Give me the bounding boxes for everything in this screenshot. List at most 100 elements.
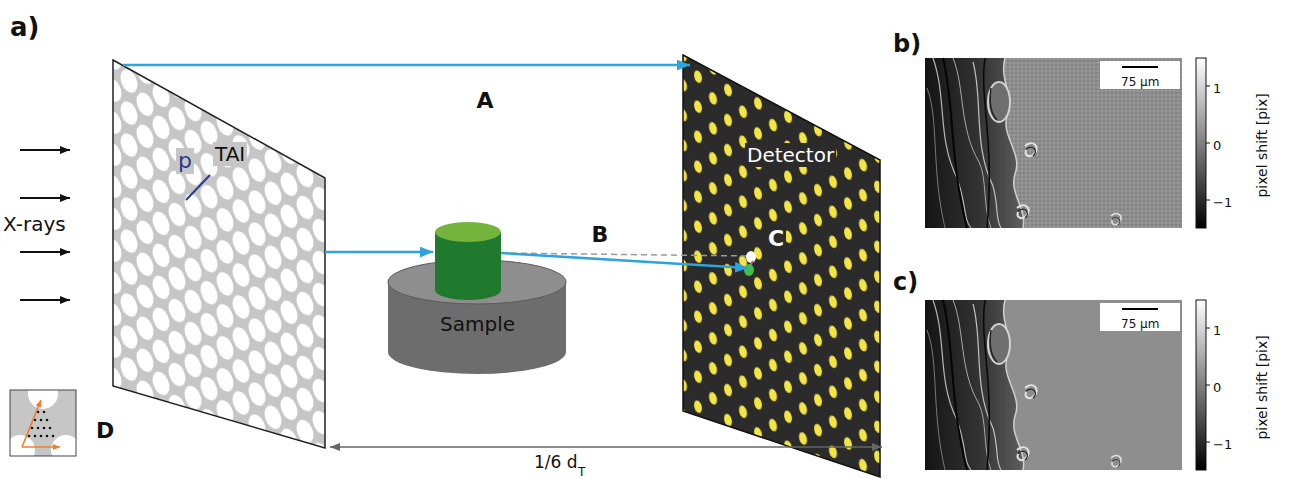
use-shape (925, 58, 1121, 228)
beam-name: X-rays (3, 212, 66, 236)
rect-shape (1196, 300, 1206, 470)
tick-label-holder: −1 (1213, 434, 1232, 453)
sample-shape (388, 222, 566, 374)
tick-label: 0 (1213, 138, 1221, 154)
line-shape (1122, 308, 1158, 310)
scale-label-holder: 75 µm (1121, 71, 1159, 90)
colorbar-b (1196, 58, 1210, 228)
shift-letter-holder: C (766, 226, 786, 252)
node-label: Detector (745, 143, 836, 167)
tick-label: −1 (1213, 437, 1232, 453)
tick-label-holder: 0 (1213, 377, 1221, 396)
shift-letter: C (766, 226, 786, 252)
line-shape (1206, 86, 1210, 87)
sample-stage: Sample (386, 220, 568, 378)
tai-grating: TAI (113, 58, 327, 450)
circle-shape (51, 435, 76, 456)
pitch-symbol-holder: p (176, 148, 194, 174)
line-shape (1206, 143, 1210, 144)
tick-label-holder: 1 (1213, 78, 1221, 97)
rect-shape (10, 390, 76, 456)
circle-shape (40, 435, 43, 438)
distance-label: 1/6 d (534, 452, 578, 472)
g-shape (10, 390, 76, 456)
tick-label: 0 (1213, 380, 1221, 396)
pitch-symbol: p (176, 148, 194, 174)
node-outline (683, 55, 882, 479)
line-shape (1206, 328, 1210, 329)
beam-label-holder: A (477, 88, 494, 114)
distance-label-holder: 1/6 d (534, 452, 578, 472)
line-shape (22, 446, 60, 448)
lattice-inset (5, 379, 81, 465)
rect-shape (1100, 61, 1180, 89)
inset-letter-holder: D (96, 418, 114, 444)
colorbar-title: pixel shift [pix] (1254, 93, 1271, 197)
colorbar-title-holder: pixel shift [pix] (1210, 135, 1303, 154)
colorbar-title: pixel shift [pix] (1254, 335, 1271, 439)
colorbar-c (1196, 300, 1210, 470)
node-outline (113, 58, 327, 450)
rect-shape (1196, 58, 1206, 228)
circle-shape (34, 419, 37, 422)
tick-label: 1 (1213, 81, 1221, 97)
line-shape (1206, 442, 1210, 443)
beam-arrow (325, 251, 433, 254)
rect-shape (10, 390, 76, 456)
panel-letter-holder: c) (893, 268, 918, 297)
rect-shape (1100, 303, 1180, 331)
rect-shape (925, 300, 1182, 470)
grating-outline (113, 60, 325, 448)
distance-subscript-holder: T (578, 461, 585, 479)
beam-arrow (123, 64, 690, 67)
detector-outline (683, 55, 880, 477)
circle-shape (46, 435, 49, 438)
panel-letter: a) (10, 12, 39, 43)
line-shape (1206, 200, 1210, 201)
panel-letter: c) (893, 268, 918, 297)
circle-shape (46, 419, 49, 422)
circle-shape (43, 427, 46, 430)
line-shape (20, 251, 70, 253)
scale-label-holder: 75 µm (1121, 313, 1159, 332)
line-shape (1122, 66, 1158, 68)
circle-shape (43, 411, 46, 414)
inset-letter: D (96, 418, 114, 444)
circle-shape (28, 435, 31, 438)
tick-label-holder: −1 (1213, 192, 1232, 211)
node-outline (386, 220, 568, 378)
circle-shape (28, 390, 58, 409)
circle-shape (37, 411, 40, 414)
node-label: Sample (440, 312, 515, 336)
panel-letter-holder: b) (893, 30, 921, 59)
use-shape (925, 300, 1121, 470)
beam-name-holder: X-rays (3, 212, 66, 236)
panel-letter: b) (893, 30, 921, 59)
rect-shape (925, 58, 1182, 228)
line-shape (22, 400, 41, 447)
ellipse-shape (435, 222, 501, 242)
beam-label: B (592, 222, 609, 248)
circle-shape (40, 419, 43, 422)
circle-shape (31, 427, 34, 430)
image-panel-b (925, 58, 1182, 228)
circle-shape (34, 435, 37, 438)
node-label: TAI (213, 142, 247, 166)
line-shape (1206, 385, 1210, 386)
line-shape (20, 149, 70, 151)
beam-label-holder: B (592, 222, 609, 248)
colorbar-title-holder: pixel shift [pix] (1210, 377, 1303, 396)
g-shape (28, 411, 55, 438)
circle-shape (10, 435, 35, 456)
detector-panel: Detector (683, 55, 882, 479)
beam-label: A (477, 88, 494, 114)
scale-label: 75 µm (1121, 317, 1159, 331)
image-panel-c (925, 300, 1182, 470)
circle-shape (52, 435, 55, 438)
tick-label: −1 (1213, 195, 1232, 211)
panel-letter-holder: a) (10, 12, 39, 43)
path-shape (435, 232, 501, 300)
